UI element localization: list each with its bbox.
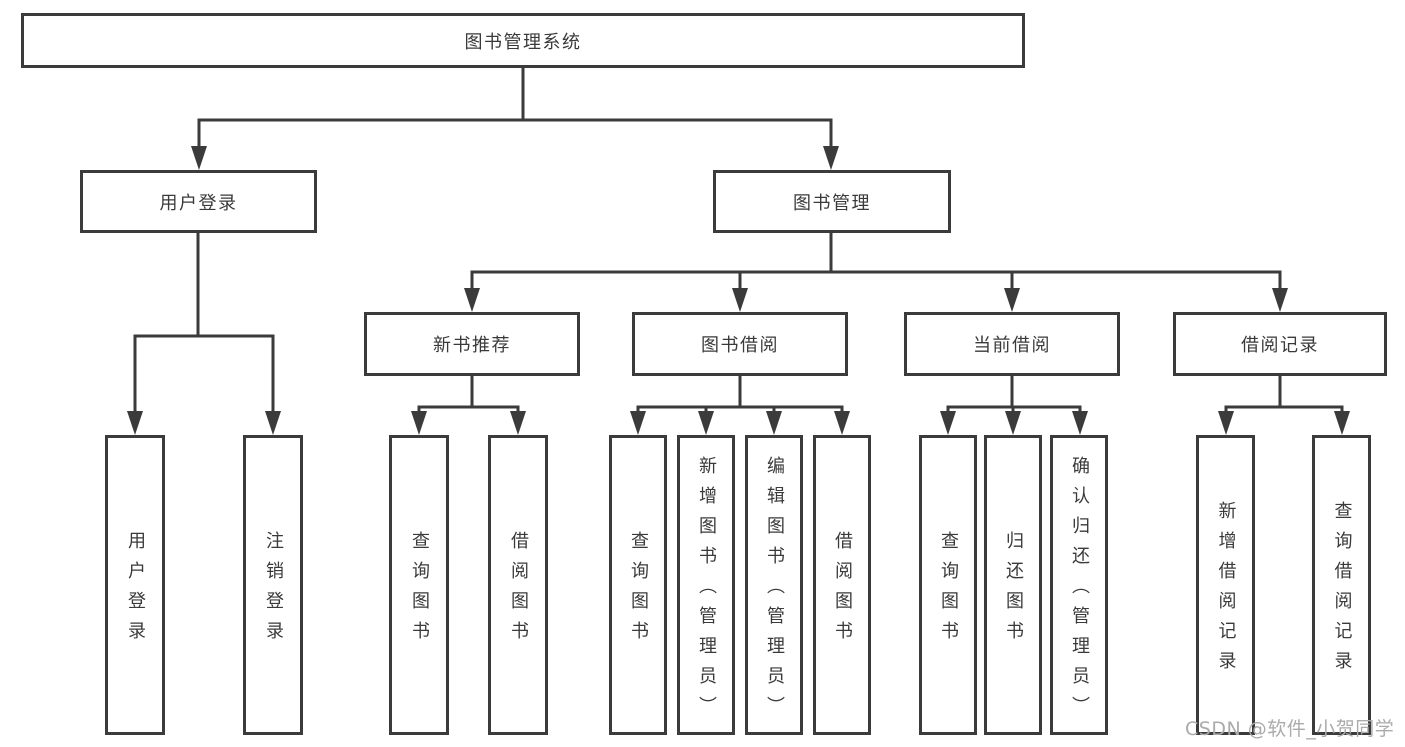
leaf-query-borrow-record: 查询借阅记录 [1312, 435, 1371, 735]
leaf-label: 确认归还（管理员） [1069, 456, 1090, 726]
node-book-borrow: 图书借阅 [632, 312, 848, 376]
leaf-borrow-book-recommend: 借阅图书 [488, 435, 548, 735]
leaf-label: 借阅图书 [508, 531, 529, 651]
leaf-label: 借阅图书 [832, 531, 853, 651]
leaf-label: 查询图书 [409, 531, 430, 651]
leaf-query-book-current: 查询图书 [919, 435, 977, 735]
node-current-borrow: 当前借阅 [904, 312, 1120, 376]
leaf-user-login: 用户登录 [105, 435, 165, 735]
leaf-label: 编辑图书（管理员） [764, 456, 785, 726]
leaf-label: 用户登录 [125, 531, 146, 651]
leaf-add-borrow-record: 新增借阅记录 [1196, 435, 1255, 735]
node-root-label: 图书管理系统 [464, 31, 582, 53]
leaf-label: 查询借阅记录 [1331, 501, 1353, 681]
leaf-query-book-recommend: 查询图书 [389, 435, 449, 735]
leaf-edit-book-admin: 编辑图书（管理员） [745, 435, 803, 735]
node-label: 新书推荐 [433, 335, 511, 356]
leaf-label: 注销登录 [263, 531, 284, 651]
leaf-add-book-admin: 新增图书（管理员） [677, 435, 735, 735]
node-book-management: 图书管理 [713, 170, 951, 233]
leaf-label: 查询图书 [938, 531, 959, 651]
node-label: 用户登录 [159, 192, 238, 214]
node-new-book-recommend: 新书推荐 [364, 312, 580, 376]
leaf-confirm-return-admin: 确认归还（管理员） [1050, 435, 1108, 735]
leaf-label: 归还图书 [1003, 531, 1024, 651]
node-user-login: 用户登录 [80, 170, 317, 233]
leaf-logout: 注销登录 [243, 435, 303, 735]
leaf-return-book: 归还图书 [984, 435, 1042, 735]
node-label: 图书借阅 [701, 335, 779, 356]
csdn-watermark: CSDN @软件_小贺同学 [1185, 718, 1395, 740]
leaf-label: 新增图书（管理员） [696, 456, 717, 726]
leaf-borrow-book: 借阅图书 [813, 435, 871, 735]
node-label: 图书管理 [793, 192, 871, 214]
node-borrow-records: 借阅记录 [1173, 312, 1387, 376]
node-label: 借阅记录 [1241, 335, 1319, 356]
node-root-system: 图书管理系统 [21, 13, 1025, 68]
node-label: 当前借阅 [973, 335, 1051, 356]
leaf-query-book-borrow: 查询图书 [609, 435, 667, 735]
leaf-label: 新增借阅记录 [1215, 501, 1237, 681]
leaf-label: 查询图书 [628, 531, 649, 651]
